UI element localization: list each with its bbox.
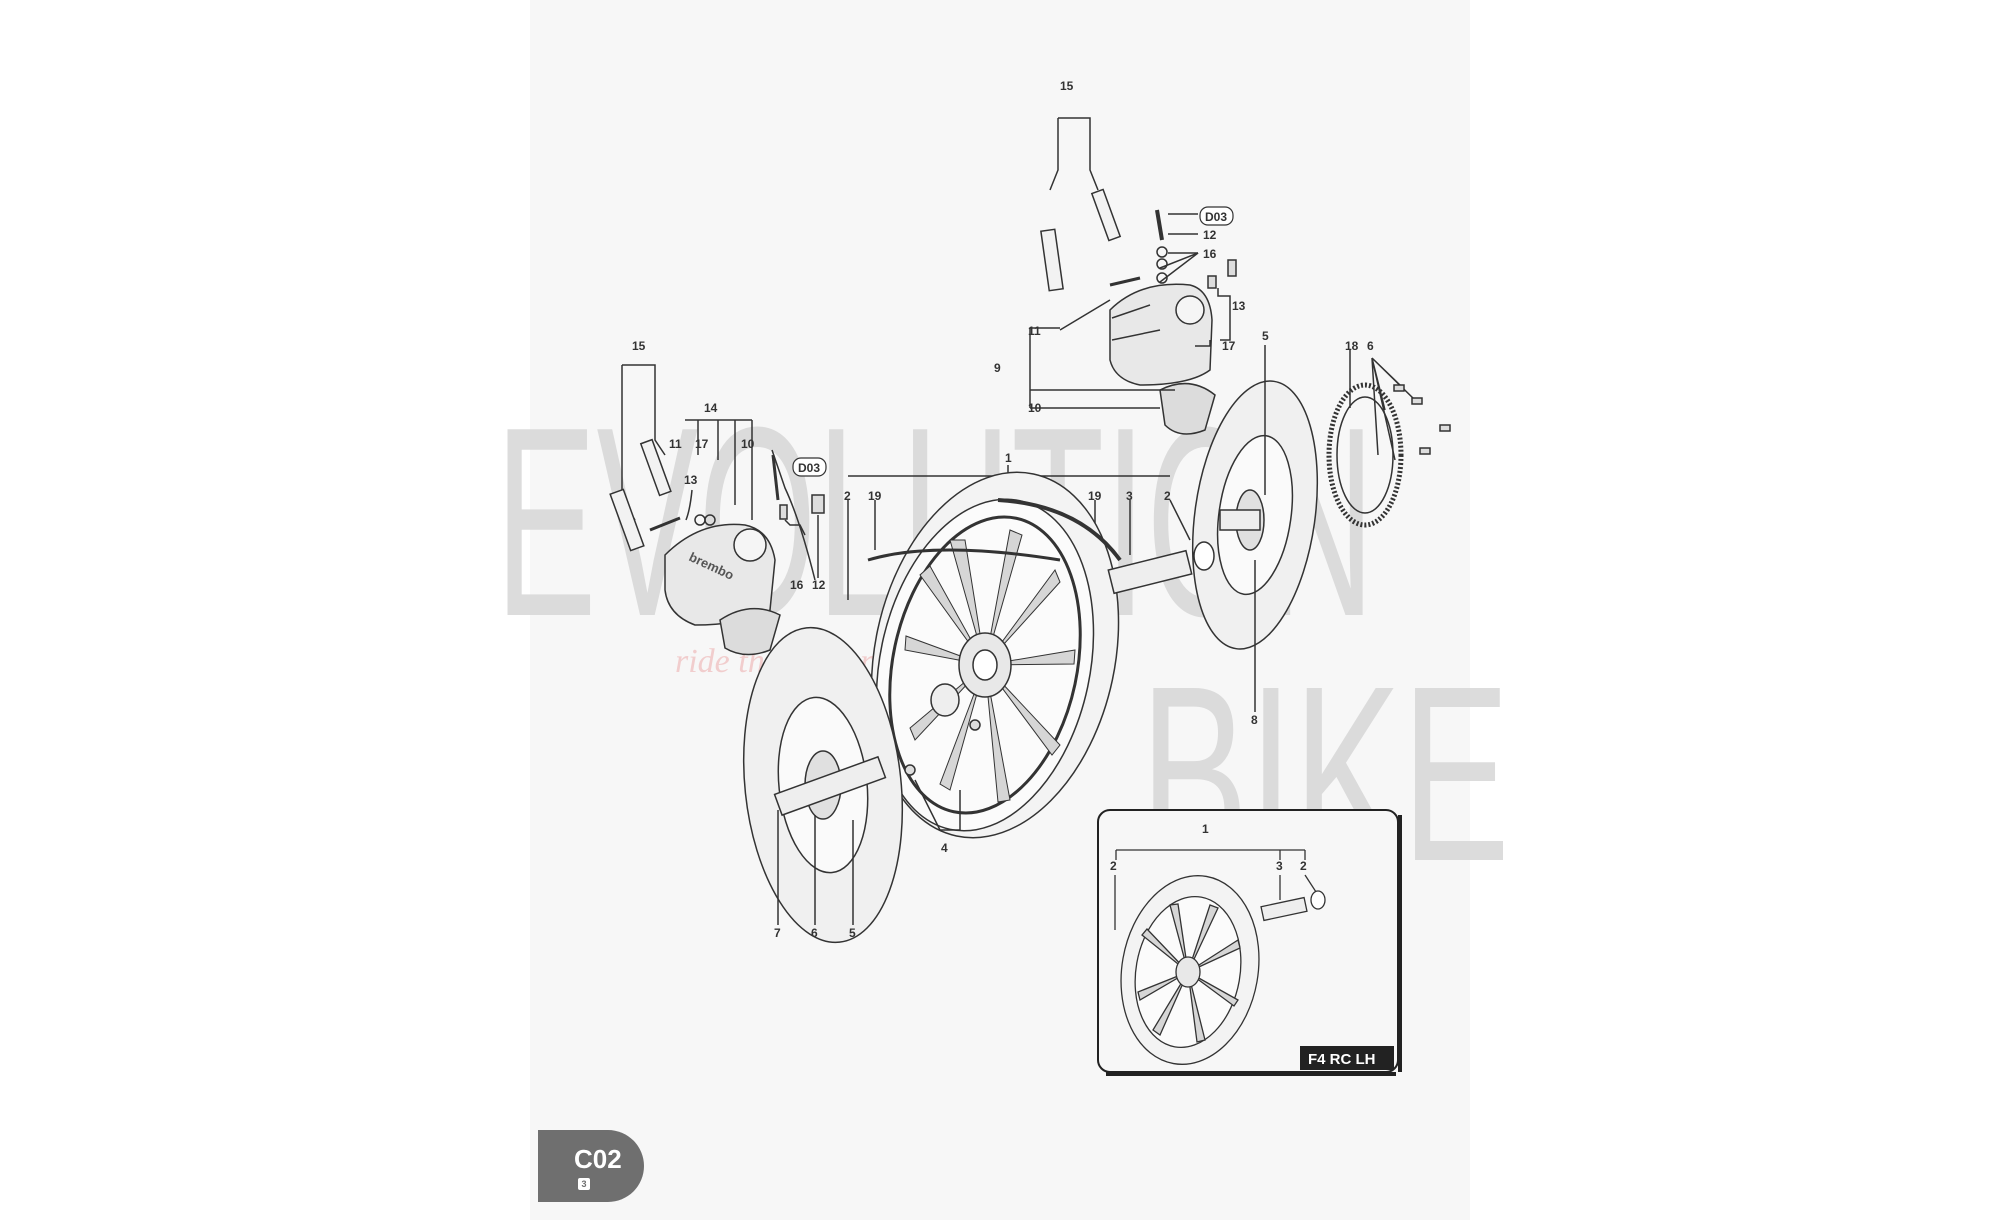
callout-17-left: 17 [695,437,709,451]
callout-d03-left-text: D03 [798,461,820,475]
inset-callout-1: 1 [1202,822,1209,836]
callout-13-left: 13 [684,473,698,487]
callout-17-upper: 17 [1222,339,1236,353]
callout-10-upper: 10 [1028,401,1042,415]
abs-tone-ring [1326,350,1451,528]
callout-d03-upper-text: D03 [1205,210,1227,224]
callout-1-main: 1 [1005,451,1012,465]
inset-callout-2-left: 2 [1110,859,1117,873]
callout-18: 18 [1345,339,1359,353]
callout-9: 9 [994,361,1001,375]
caliper-bolt-upper-b [1090,188,1122,242]
callout-19-right: 19 [1088,489,1102,503]
callout-3-main: 3 [1126,489,1133,503]
left-caliper-group [609,364,825,656]
inset-callout-2-right: 2 [1300,859,1307,873]
callout-12-left: 12 [812,578,826,592]
upper-brake-pad [1159,382,1216,435]
callout-7: 7 [774,926,781,940]
callout-15-left: 15 [632,339,646,353]
callout-15-upper: 15 [1060,79,1074,93]
left-brake-disc [742,626,904,944]
page-badge-code: C02 [574,1144,622,1174]
callout-5-left: 5 [849,926,856,940]
inset-callout-3: 3 [1276,859,1283,873]
callout-11-upper: 11 [1028,324,1041,338]
inset-label-box [1300,1046,1394,1070]
callout-16-upper: 16 [1203,247,1217,261]
main-wheel [847,465,1215,839]
callout-8: 8 [1251,713,1258,727]
callout-19-left: 19 [868,489,882,503]
callout-d03-upper: D03 [1199,206,1234,226]
inset-box: 1 2 3 2 F4 RC LH [1097,809,1402,1076]
callout-d03-left: D03 [792,457,827,477]
callout-13-upper: 13 [1232,299,1246,313]
callout-4: 4 [941,841,948,855]
callout-11-left: 11 [669,437,682,451]
page-badge: C02 3 [538,1130,644,1202]
callout-2-main-right: 2 [1164,489,1171,503]
page-badge-sub: 3 [578,1178,590,1190]
callout-5-right: 5 [1262,329,1269,343]
callout-2-main-left: 2 [844,489,851,503]
inset-label: F4 RC LH [1308,1051,1376,1068]
left-brake-pad [719,607,781,656]
callout-10-left: 10 [741,437,755,451]
caliper-bolt-upper-a [1040,228,1064,292]
right-brake-disc [1191,345,1319,712]
callout-6-left: 6 [811,926,818,940]
callout-14: 14 [704,401,718,415]
callout-16-left: 16 [790,578,804,592]
callout-12-upper: 12 [1203,228,1217,242]
callout-6-right: 6 [1367,339,1374,353]
upper-caliper-group [1029,117,1237,435]
